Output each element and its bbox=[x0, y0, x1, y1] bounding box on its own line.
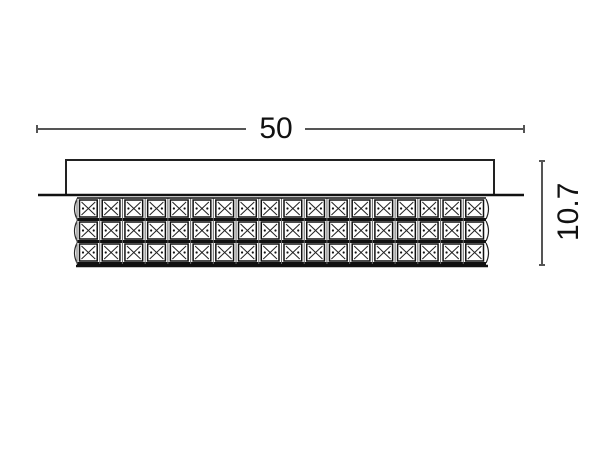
crystal-cell bbox=[167, 198, 189, 220]
crystal-cell bbox=[235, 220, 258, 242]
crystal-cell bbox=[326, 198, 348, 220]
crystal-cell bbox=[440, 198, 462, 220]
crystal-cell bbox=[144, 242, 167, 264]
crystal-cell bbox=[258, 198, 280, 220]
crystal-cell bbox=[417, 198, 439, 220]
crystal-cell bbox=[394, 242, 417, 264]
crystal-cell bbox=[121, 198, 144, 220]
crystal-cell bbox=[167, 220, 189, 242]
crystal-cell bbox=[167, 242, 189, 264]
crystal-cell bbox=[371, 220, 394, 242]
crystal-cell bbox=[303, 198, 326, 220]
crystal-cell bbox=[326, 242, 348, 264]
crystal-cell bbox=[462, 220, 485, 242]
crystal-cell bbox=[76, 198, 98, 220]
mounting-plate bbox=[65, 159, 495, 195]
crystal-cell bbox=[281, 198, 303, 220]
width-dimension-label: 50 bbox=[259, 112, 293, 145]
crystal-cell bbox=[462, 198, 485, 220]
crystal-cell bbox=[371, 242, 394, 264]
crystal-cell bbox=[281, 242, 303, 264]
crystal-cell bbox=[212, 220, 235, 242]
crystal-band bbox=[73, 197, 490, 265]
crystal-cell bbox=[76, 220, 98, 242]
crystal-cell bbox=[235, 198, 258, 220]
crystal-cell bbox=[258, 242, 280, 264]
crystal-cell bbox=[99, 198, 121, 220]
crystal-cell bbox=[76, 242, 98, 264]
crystal-cell bbox=[212, 242, 235, 264]
crystal-cell bbox=[417, 220, 439, 242]
crystal-cell bbox=[258, 220, 280, 242]
crystal-cell bbox=[190, 242, 212, 264]
crystal-cell bbox=[121, 220, 144, 242]
crystal-cell bbox=[144, 220, 167, 242]
crystal-cell bbox=[440, 220, 462, 242]
crystal-cell bbox=[371, 198, 394, 220]
crystal-cell bbox=[190, 220, 212, 242]
crystal-cell bbox=[121, 242, 144, 264]
crystal-cell bbox=[212, 198, 235, 220]
crystal-cell bbox=[281, 220, 303, 242]
crystal-cell bbox=[303, 220, 326, 242]
crystal-cell bbox=[394, 220, 417, 242]
crystal-cell bbox=[99, 220, 121, 242]
crystal-cell bbox=[190, 198, 212, 220]
crystal-cell bbox=[144, 198, 167, 220]
crystal-cell bbox=[303, 242, 326, 264]
crystal-cell bbox=[394, 198, 417, 220]
crystal-cell bbox=[349, 198, 371, 220]
crystal-cell bbox=[440, 242, 462, 264]
width-dimension-line bbox=[36, 125, 525, 133]
crystal-cell bbox=[349, 220, 371, 242]
crystal-cell bbox=[417, 242, 439, 264]
crystal-cell bbox=[326, 220, 348, 242]
height-dimension-line bbox=[539, 160, 545, 266]
height-dimension-label: 10.7 bbox=[552, 182, 585, 241]
crystal-cell bbox=[99, 242, 121, 264]
crystal-cell bbox=[462, 242, 485, 264]
crystal-cell bbox=[349, 242, 371, 264]
crystal-cell bbox=[235, 242, 258, 264]
